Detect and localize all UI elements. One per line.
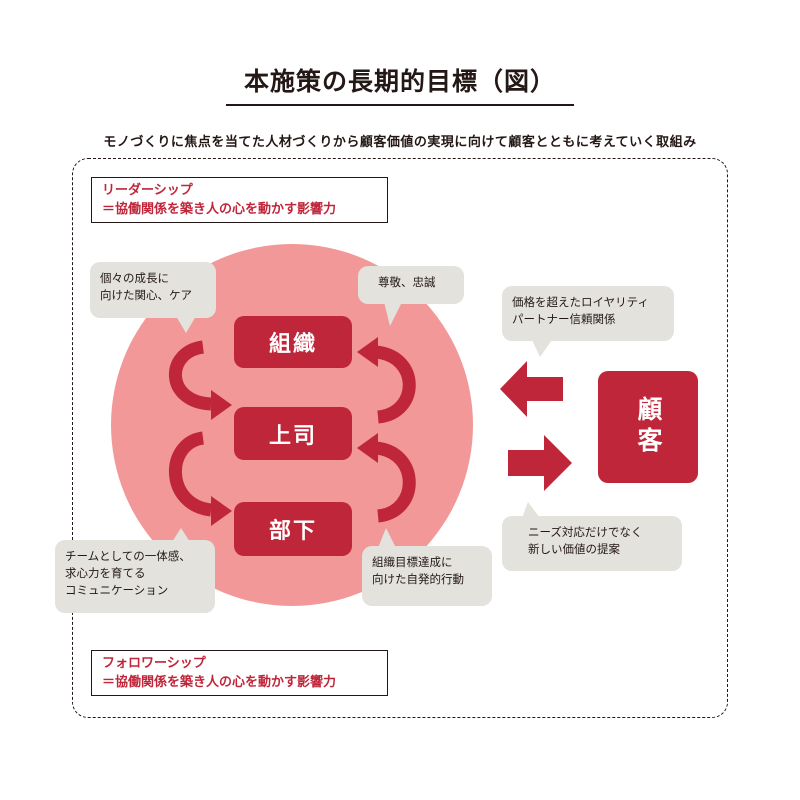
bubble-goal-line: 向けた自発的行動 [372, 572, 464, 586]
bubble-growth-line: 個々の成長に [100, 271, 169, 285]
leadership-label: リーダーシップ ＝協働関係を築き人の心を動かす影響力 [91, 177, 388, 223]
arrow-org-to-boss [169, 340, 212, 411]
bubble-value-line: 新しい価値の提案 [528, 542, 620, 556]
bubble-goal-line: 組織目標達成に [372, 555, 453, 569]
bubble-team-line: チームとしての一体感、 [65, 549, 191, 563]
bubble-tail-respect [384, 302, 402, 326]
arrow-boss-to-sub-head [211, 496, 232, 526]
diagram-title: 本施策の長期的目標（図） [226, 62, 574, 106]
dashed-frame [72, 158, 728, 718]
bubble-goal: 組織目標達成に 向けた自発的行動 [362, 546, 492, 606]
bubble-tail-growth [176, 316, 196, 333]
customer-box: 顧客 [598, 371, 698, 483]
diagram-subtitle: モノづくりに焦点を当てた人材づくりから顧客価値の実現に向けて顧客とともに考えてい… [103, 135, 697, 150]
bubble-tail-team [172, 528, 190, 542]
bubble-team-line: 求心力を育てる [65, 566, 146, 580]
arrow-boss-to-sub [168, 431, 213, 517]
bubble-team: チームとしての一体感、 求心力を育てる コミュニケーション [55, 540, 215, 613]
bubble-respect-line: 尊敬、忠誠 [378, 275, 436, 289]
arrow-boss-to-org-head [357, 337, 378, 367]
bubble-value-line: ニーズ対応だけでなく [528, 525, 643, 539]
bubble-loyalty-line: 価格を超えたロイヤリティ [512, 295, 649, 309]
bubble-team-line: コミュニケーション [65, 583, 169, 597]
boss-box: 上司 [234, 407, 352, 460]
bubble-tail-loyalty [532, 340, 552, 357]
arrow-org-to-boss-head [211, 390, 232, 420]
leadership-definition: ＝協働関係を築き人の心を動かす影響力 [102, 202, 337, 217]
followership-definition: ＝協働関係を築き人の心を動かす影響力 [102, 675, 337, 690]
arrow-boss-to-org [374, 345, 416, 424]
followership-label: フォロワーシップ ＝協働関係を築き人の心を動かす影響力 [91, 650, 388, 696]
arrow-customer-to-team [500, 361, 563, 417]
organization-box: 組織 [234, 316, 352, 368]
bubble-tail-value [522, 502, 540, 518]
subordinate-box: 部下 [234, 502, 352, 556]
bubble-growth: 個々の成長に 向けた関心、ケア [90, 262, 216, 318]
arrow-sub-to-boss [374, 441, 416, 523]
followership-title: フォロワーシップ [102, 656, 206, 671]
bubble-value: ニーズ対応だけでなく 新しい価値の提案 [502, 516, 682, 571]
bubble-loyalty: 価格を超えたロイヤリティ パートナー信頼関係 [502, 286, 674, 341]
bubble-tail-goal [378, 528, 396, 548]
bubble-growth-line: 向けた関心、ケア [100, 288, 192, 302]
leadership-title: リーダーシップ [102, 183, 193, 198]
arrow-sub-to-boss-head [357, 433, 378, 463]
bubble-loyalty-line: パートナー信頼関係 [512, 312, 616, 326]
bubble-respect: 尊敬、忠誠 [358, 266, 464, 304]
arrow-team-to-customer [508, 435, 572, 491]
